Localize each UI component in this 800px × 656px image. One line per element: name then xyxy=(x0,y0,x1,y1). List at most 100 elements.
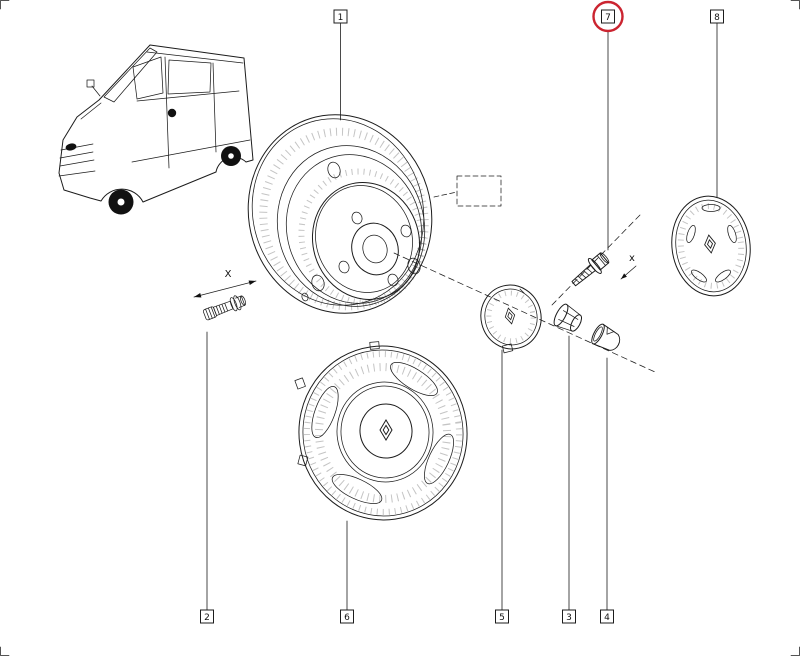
callout-3-box[interactable] xyxy=(562,609,576,624)
cover8-outer xyxy=(671,195,751,297)
part-4-cap-nut-cover xyxy=(591,323,621,351)
callout-1-label[interactable]: 1 xyxy=(338,13,344,23)
callout-5-label[interactable]: 5 xyxy=(499,613,505,623)
nut3-facet-bottom xyxy=(558,319,575,327)
cover8-slot-4 xyxy=(691,269,707,283)
part-5-center-cap xyxy=(480,284,542,354)
trim6-clip-tab-top xyxy=(369,341,380,350)
callout-1: 1 xyxy=(333,9,348,121)
wheel-face xyxy=(311,181,421,301)
callout-8: 8 xyxy=(710,9,724,198)
callout-2: 2 xyxy=(200,331,214,624)
valve-base xyxy=(235,295,246,308)
bolt7-hex-head xyxy=(591,252,610,271)
cap5-outer xyxy=(480,284,542,350)
nut3-body-top xyxy=(566,304,581,316)
callout-5-box[interactable] xyxy=(495,609,509,624)
wheel-dish-hatching xyxy=(298,168,426,306)
callout-3-label[interactable]: 3 xyxy=(566,613,572,623)
cover8-slot-2 xyxy=(727,224,737,244)
bolt7-head-end xyxy=(599,252,610,264)
cap5-notch xyxy=(519,288,525,294)
part-3-wheel-nut xyxy=(553,303,583,332)
valve-flange-2 xyxy=(233,295,242,311)
bolt7-thread-3 xyxy=(580,273,587,279)
corner-mark-bottom-left xyxy=(0,646,10,656)
van-roof-line xyxy=(146,51,244,64)
trim6-clip-tab-left-lower xyxy=(297,454,309,467)
part-8-wheel-cover xyxy=(671,195,751,297)
dimension-x-valve-label: X xyxy=(225,269,232,280)
valve-cap-rib-3 xyxy=(210,306,216,318)
callout-8-label[interactable]: 8 xyxy=(714,13,720,23)
cap4-open-end-inner xyxy=(593,326,603,342)
wheel-bead-seat xyxy=(276,145,426,307)
cap5-clip-tab xyxy=(502,343,514,354)
callout-6-label[interactable]: 6 xyxy=(344,613,350,623)
trim6-slot-4 xyxy=(311,386,339,438)
bolt7-shank xyxy=(571,264,596,287)
wheel-center-hole xyxy=(362,234,388,264)
callout-2-box[interactable] xyxy=(200,609,214,624)
bolt7-thread-4 xyxy=(577,275,584,281)
van-hood-crease xyxy=(80,102,102,120)
reference-box-connector xyxy=(433,191,458,198)
van-front-wheel-hub xyxy=(117,198,125,206)
callout-2-label[interactable]: 2 xyxy=(204,613,210,623)
van-rear-wheel-hub xyxy=(228,153,234,159)
dimension-x-valve-arrowhead-right xyxy=(248,280,256,285)
trim6-renault-diamond xyxy=(379,419,393,441)
trim6-slot-1 xyxy=(390,361,438,397)
nut3-body-bottom xyxy=(554,325,573,332)
nut3-facet-top xyxy=(562,310,579,320)
callout-5: 5 xyxy=(495,349,509,624)
dashed-reference-box xyxy=(456,175,502,207)
corner-mark-top-right xyxy=(790,0,800,10)
van-window-front-door xyxy=(132,56,164,100)
callout-1-box[interactable] xyxy=(333,9,348,24)
cover8-slot-3 xyxy=(715,269,731,283)
callout-7-label[interactable]: 7 xyxy=(605,13,611,23)
trim6-inner-ring xyxy=(336,381,434,483)
callout-7-box[interactable] xyxy=(601,9,615,24)
callout-4-label[interactable]: 4 xyxy=(604,613,610,623)
wheel-bead-seat-inner xyxy=(285,154,423,304)
van-grille-line-3 xyxy=(59,159,95,167)
valve-thread-1 xyxy=(215,305,220,315)
van-illustration xyxy=(58,44,254,215)
van-door-seam-front xyxy=(164,56,170,169)
van-mirror xyxy=(86,79,95,88)
cap5-inner xyxy=(484,288,538,346)
van-door-seam-rear xyxy=(212,62,217,153)
bolt7-thread-2 xyxy=(583,270,590,276)
corner-mark-top-left xyxy=(0,0,10,10)
callout-6-box[interactable] xyxy=(340,609,354,624)
van-windshield xyxy=(103,47,158,103)
assembly-axis-line xyxy=(393,252,656,373)
wheel-bolt-hole-1 xyxy=(351,211,363,225)
wheel-face-inner xyxy=(315,185,413,293)
valve-thread-2 xyxy=(218,304,223,314)
trim6-inner-ring-2 xyxy=(340,385,430,479)
callout-7-highlight-ring xyxy=(592,0,624,33)
bolt-axis-line xyxy=(551,214,641,306)
callout-4-box[interactable] xyxy=(600,609,614,624)
wheel-outer-rim xyxy=(247,114,433,314)
trim6-spoke-hatching xyxy=(314,363,452,503)
trim6-rim-hatching xyxy=(303,351,463,515)
trim6-outer-rim-inner xyxy=(302,349,464,517)
wheel-hub xyxy=(351,222,399,276)
wheel-bolt-hole-3 xyxy=(387,273,399,287)
wheel-rim-lip xyxy=(251,118,425,306)
nut3-front-face xyxy=(570,314,583,332)
valve-cap-rib-1 xyxy=(205,308,210,320)
callout-4: 4 xyxy=(600,357,614,624)
van-bumper-line xyxy=(58,170,96,177)
trim6-slot-3 xyxy=(331,474,383,504)
callout-8-box[interactable] xyxy=(710,9,724,24)
cover8-slot-5 xyxy=(686,224,696,244)
dimension-x-bolt-label: x xyxy=(629,253,635,264)
